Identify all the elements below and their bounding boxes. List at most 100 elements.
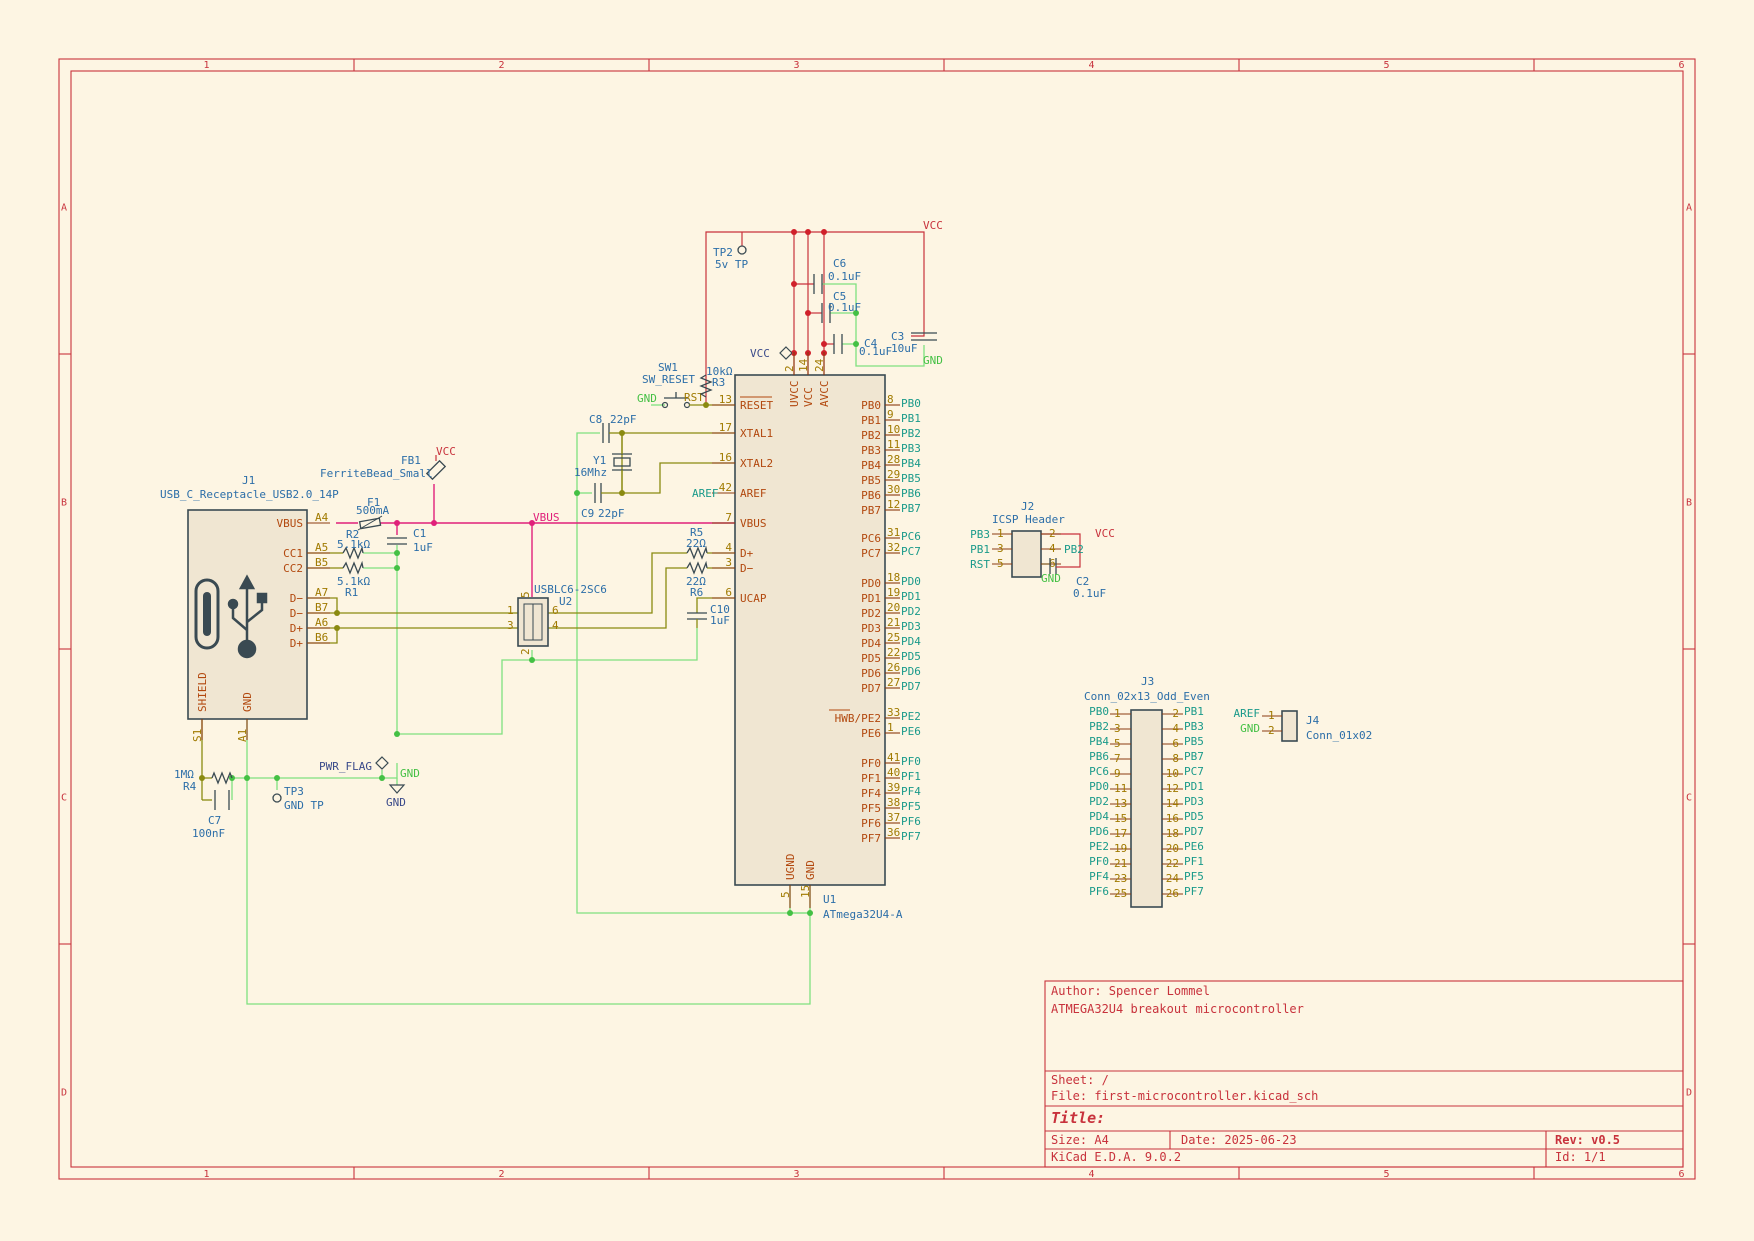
c7-capacitor: C7 100nF (192, 790, 230, 840)
j3-left-net-pe2: PE2 (1089, 840, 1109, 853)
c7-value: 100nF (192, 827, 225, 840)
u1-pin-pe6: PE6 (861, 727, 881, 740)
j3-left-net-pd0: PD0 (1089, 780, 1109, 793)
j1-pin-label-1: CC1 (283, 547, 303, 560)
u1-pin-pc6: PC6 (861, 532, 881, 545)
u1-net-pd0: PD0 (901, 575, 921, 588)
u1-pin-pd3: PD3 (861, 622, 881, 635)
j4-num-0: 1 (1268, 709, 1275, 722)
r3-value: 10kΩ (706, 365, 733, 378)
r5-ref: R5 (690, 526, 703, 539)
u1-pin-pd4: PD4 (861, 637, 881, 650)
u1-left-num-2: 16 (719, 451, 732, 464)
tb-sheet: Sheet: / (1051, 1073, 1109, 1087)
u1-right-num-3: 11 (887, 438, 900, 451)
u1-net-pb7: PB7 (901, 502, 921, 515)
u1-right-num-24: 37 (887, 811, 900, 824)
c1-ref: C1 (413, 527, 426, 540)
r3-resistor: 10kΩ R3 (699, 365, 733, 398)
u2-pin-6: 6 (552, 604, 559, 617)
u1-top-num-2: 24 (813, 358, 826, 372)
u1-net-pd1: PD1 (901, 590, 921, 603)
j2-right-num-1: 4 (1049, 542, 1056, 555)
j3-left-num-0: 1 (1114, 707, 1121, 720)
c9-capacitor: C9 22pF (581, 483, 625, 520)
gnd-net-label: GND (400, 767, 420, 780)
j2-left-net-0: PB3 (970, 528, 990, 541)
u1-left-num-6: 3 (725, 556, 732, 569)
u1-pin-aref: AREF (740, 487, 767, 500)
j3-left-num-3: 7 (1114, 752, 1121, 765)
y1-value: 16Mhz (574, 466, 607, 479)
j1-pin-num-1: A5 (315, 541, 328, 554)
j3-left-net-pf6: PF6 (1089, 885, 1109, 898)
u1-net-pd5: PD5 (901, 650, 921, 663)
sw1-rst-label: RST (684, 391, 704, 404)
j1-pin-label-6: D+ (290, 637, 304, 650)
c9-ref: C9 (581, 507, 594, 520)
j2-left-net-2: RST (970, 558, 990, 571)
r2-ref: R2 (346, 528, 359, 541)
tb-size: Size: A4 (1051, 1133, 1109, 1147)
j3-right-num-5: 12 (1166, 782, 1179, 795)
u1-pin-xtal1: XTAL1 (740, 427, 773, 440)
u1-right-num-25: 36 (887, 826, 900, 839)
u1-right-num-20: 41 (887, 751, 900, 764)
j3-right-net-pb3: PB3 (1184, 720, 1204, 733)
c9-value: 22pF (598, 507, 625, 520)
u1-right-num-13: 21 (887, 616, 900, 629)
tp3-ref: TP3 (284, 785, 304, 798)
u1-net-pd7: PD7 (901, 680, 921, 693)
u1-net-pf0: PF0 (901, 755, 921, 768)
u1-right-num-8: 31 (887, 526, 900, 539)
grid-col-top-4: 4 (1089, 60, 1095, 71)
fb1-ferrite-bead: FB1 FerriteBead_Small VCC (320, 445, 456, 481)
u1-pin-vcc: VCC (802, 387, 815, 407)
j1-ref: J1 (242, 474, 255, 487)
j2-right-num-0: 2 (1049, 527, 1056, 540)
j3-left-net-pb0: PB0 (1089, 705, 1109, 718)
u1-net-pb1: PB1 (901, 412, 921, 425)
u1-right-num-9: 32 (887, 541, 900, 554)
c5-capacitor: C5 0.1uF (821, 290, 861, 323)
j3-right-net-pb7: PB7 (1184, 750, 1204, 763)
u1-top-num-0: 2 (783, 365, 796, 372)
u1-pin-pf5: PF5 (861, 802, 881, 815)
grid-col-bottom-2: 2 (499, 1169, 505, 1180)
j3-left-num-12: 25 (1114, 887, 1127, 900)
f1-fuse: F1 500mA (356, 496, 389, 531)
j1-a1-num: A1 (236, 729, 249, 742)
c2-ref: C2 (1076, 575, 1089, 588)
u1-right-num-11: 19 (887, 586, 900, 599)
grid-col-top-1: 1 (204, 60, 210, 71)
c1-value: 1uF (413, 541, 433, 554)
u2-esd-protection: USBLC6-2SC6 U2 1 3 6 4 5 2 (507, 583, 607, 655)
j3-left-net-pf0: PF0 (1089, 855, 1109, 868)
u2-pin-1: 1 (507, 604, 514, 617)
j3-right-net-pb1: PB1 (1184, 705, 1204, 718)
u2-pin-3: 3 (507, 619, 514, 632)
u1-pin-pd5: PD5 (861, 652, 881, 665)
u1-pin-ucap: UCAP (740, 592, 767, 605)
j3-right-num-9: 20 (1166, 842, 1179, 855)
u1-net-pf6: PF6 (901, 815, 921, 828)
c6-ref: C6 (833, 257, 846, 270)
u1-pin-pf1: PF1 (861, 772, 881, 785)
u1-net-pd4: PD4 (901, 635, 921, 648)
grid-row-left-A: A (61, 203, 67, 214)
j3-left-num-10: 21 (1114, 857, 1127, 870)
u1-net-pf7: PF7 (901, 830, 921, 843)
u2-pin-4: 4 (552, 619, 559, 632)
u1-pin-pf6: PF6 (861, 817, 881, 830)
u1-net-pf4: PF4 (901, 785, 921, 798)
j3-left-net-pf4: PF4 (1089, 870, 1109, 883)
u1-pin-pc7: PC7 (861, 547, 881, 560)
grid-row-right-C: C (1686, 793, 1692, 804)
j3-left-num-5: 11 (1114, 782, 1127, 795)
sw1-ref: SW1 (658, 361, 678, 374)
grid-col-bottom-4: 4 (1089, 1169, 1095, 1180)
usb-trident-icon (227, 574, 268, 659)
c10-ref: C10 (710, 603, 730, 616)
